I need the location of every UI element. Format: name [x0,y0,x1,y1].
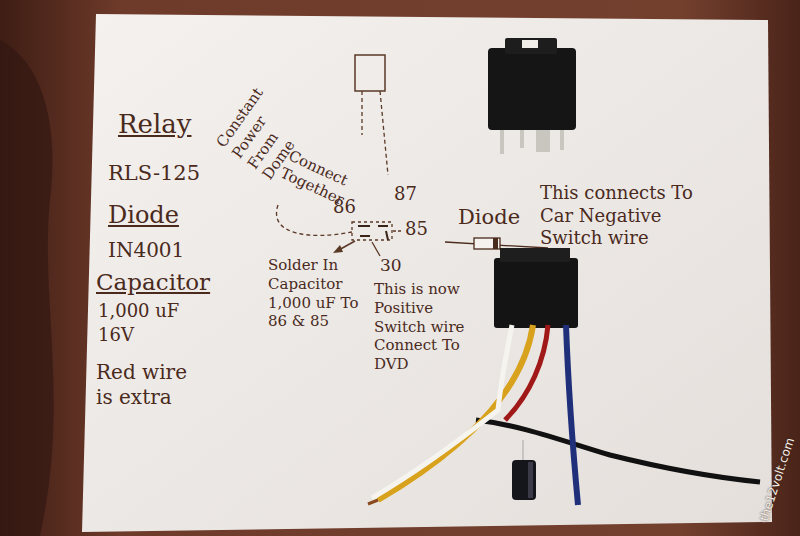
copper-strand [368,500,378,504]
pin-number: 85 [405,218,435,241]
relay-sketch [355,55,385,91]
tab-hole [522,40,538,48]
note: Red wire is extra [96,360,201,410]
wire-note: This is now Positive Switch wire Connect… [374,280,474,374]
relay-pin [520,130,524,148]
pin-number: 86 [333,196,363,219]
relay-pin [560,130,564,150]
heading: Diode [108,200,198,230]
diode-symbol [474,238,500,249]
pin [358,225,370,227]
pin [378,225,388,227]
relay-socket [494,258,578,328]
pin-number: 30 [380,255,410,276]
relay-pin [536,130,550,152]
dashed-line [361,91,362,135]
heading: Capacitor [96,268,226,297]
dashed-line [393,230,402,231]
shadow [0,40,54,536]
part-number: IN4001 [108,238,208,263]
relay-tab [505,38,557,54]
paper-sheet [82,14,772,532]
dashed-line [380,91,388,175]
pin [360,235,370,237]
blue-wire [566,325,578,505]
pin [386,231,388,240]
relay-body [488,48,576,130]
capacitor-stripe [528,462,533,498]
capacitor-lead [522,440,524,462]
part-number: RLS-125 [108,160,218,186]
part-value: 1,000 uF [98,300,208,323]
pin-number: 87 [394,183,424,206]
socket-rim [500,248,570,262]
wire-note: This connects To Car Negative Switch wir… [540,182,720,250]
heading: Relay [118,108,208,141]
diode-band [493,238,498,249]
relay-pin [500,130,504,154]
component-label: Diode [458,204,538,230]
wire-note: Solder In Capacitor 1,000 uF To 86 & 85 [268,256,366,331]
pin-outline [352,222,392,240]
leader-line [372,242,380,256]
arrowhead [333,245,343,253]
capacitor-body [512,460,536,500]
part-value: 16V [98,324,178,347]
